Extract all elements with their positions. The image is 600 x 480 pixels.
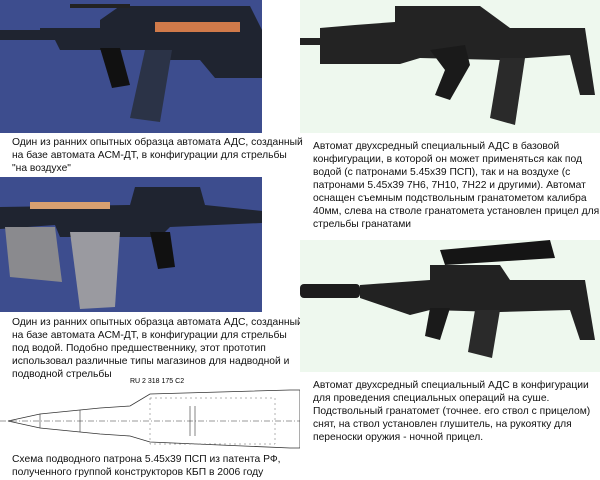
caption-bottom-left: Схема подводного патрона 5.45x39 ПСП из … <box>12 454 281 478</box>
cartridge-drawing <box>0 389 300 449</box>
rifle-image <box>0 187 262 309</box>
photo-ads-prototype-air <box>0 0 262 133</box>
photo-ads-prototype-underwater <box>0 177 262 312</box>
rifle-image <box>0 4 262 122</box>
photo-ads-base-configuration <box>300 0 600 133</box>
caption-middle-left: Один из ранних опытных образца автомата … <box>12 317 303 380</box>
patent-label: RU 2 318 175 C2 <box>130 378 185 385</box>
rifle-image <box>300 6 595 125</box>
rifle-image <box>300 240 595 358</box>
caption-top-right: Автомат двухсредный специальный АДС в ба… <box>313 141 600 230</box>
cartridge-schematic: RU 2 318 175 C2 <box>0 378 300 450</box>
photo-ads-special-ops <box>300 240 600 372</box>
caption-top-left: Один из ранних опытных образца автомата … <box>12 137 303 174</box>
caption-bottom-right: Автомат двухсредный специальный АДС в ко… <box>313 380 591 443</box>
